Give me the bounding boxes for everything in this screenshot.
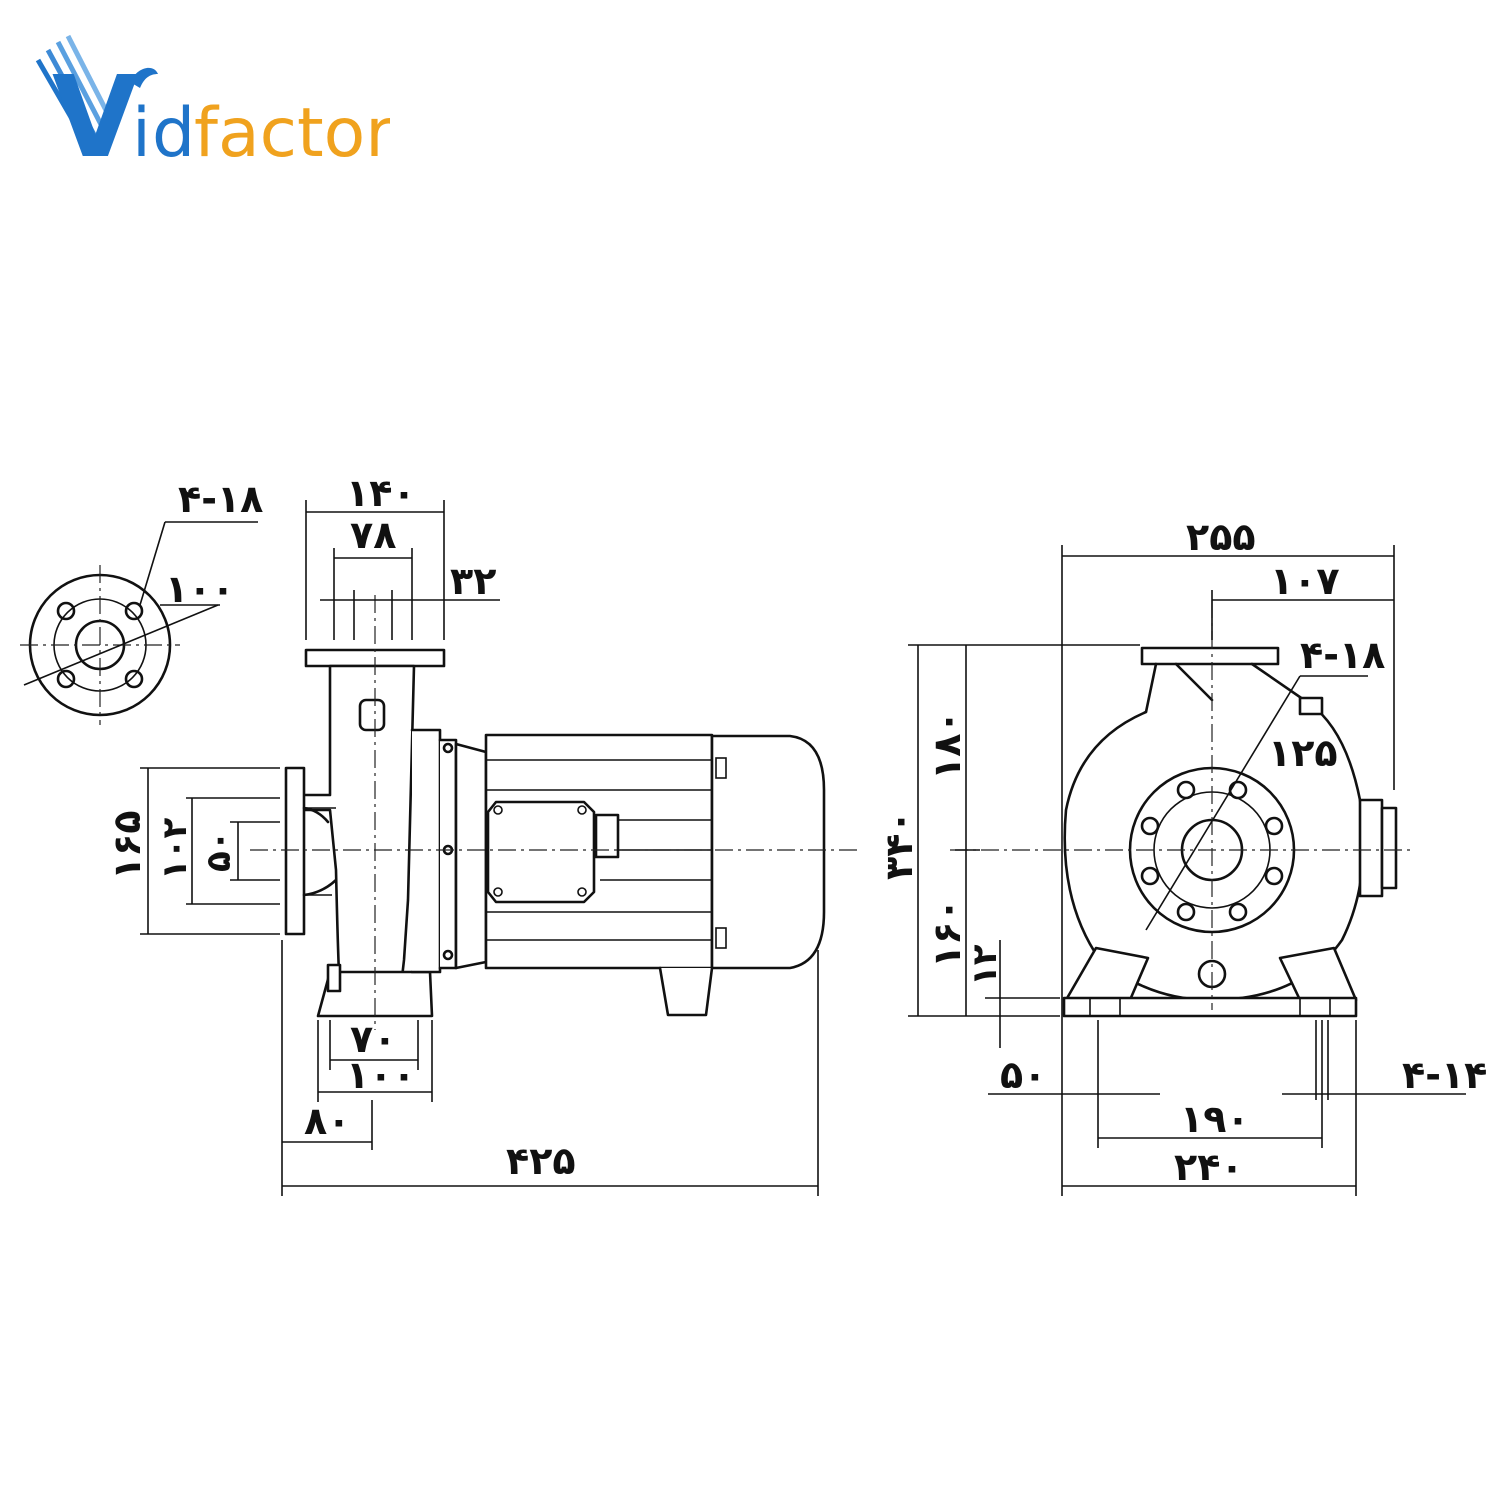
dim-front-pcd: ۱۲۵ — [1268, 731, 1338, 775]
dim-foot-offset: ۸۰ — [304, 1099, 350, 1143]
dim-total-width: ۲۵۵ — [1186, 515, 1256, 559]
dim-upper-height: ۱۸۰ — [925, 710, 969, 780]
flange-detail-view — [20, 521, 258, 725]
dim-base-outer: ۲۴۰ — [1174, 1145, 1244, 1189]
logo-i: i — [132, 94, 151, 173]
side-view-dimension-lines — [140, 500, 819, 1196]
pump-side-view — [250, 595, 860, 1030]
pump-front-view — [950, 600, 1410, 1018]
dim-flange-holes: ۴-۱۸ — [178, 477, 263, 521]
dim-base-offset: ۵۰ — [1000, 1053, 1046, 1097]
dim-flange-pcd: ۱۰۰ — [165, 567, 235, 611]
logo-initial: V — [52, 53, 139, 180]
logo-factor: factor — [194, 94, 390, 173]
dim-foot-inner: ۷۰ — [350, 1017, 396, 1061]
dim-inlet-bore: ۵۰ — [199, 830, 239, 872]
logo-d: d — [152, 94, 195, 173]
dim-base-inner: ۱۹۰ — [1180, 1097, 1250, 1141]
dim-front-holes: ۴-۱۸ — [1300, 633, 1385, 677]
logo-bird-icon — [130, 67, 158, 88]
logo-feather-icon — [35, 34, 117, 152]
dim-total-height: ۳۴۰ — [877, 810, 921, 880]
vidfactor-logo: V i d factor — [35, 34, 390, 180]
dim-outlet-inner: ۷۸ — [350, 513, 396, 557]
front-view-dimension-lines — [908, 545, 1466, 1196]
dim-inlet-flange: ۱۶۵ — [105, 810, 149, 880]
dim-base-thickness: ۱۲ — [965, 944, 1005, 986]
front-flange-bolt-holes — [1140, 780, 1284, 922]
dim-foot-outer: ۱۰۰ — [346, 1053, 416, 1097]
dim-outlet-width: ۱۴۰ — [346, 471, 416, 515]
dim-outlet-offset: ۳۲ — [450, 559, 496, 603]
dim-inlet-pcd: ۱۰۲ — [155, 817, 195, 880]
dim-total-length: ۴۲۵ — [506, 1139, 576, 1183]
dim-outlet-center: ۱۰۷ — [1270, 559, 1340, 603]
dim-shaft-height: ۱۶۰ — [925, 898, 969, 968]
dim-base-holes: ۴-۱۴ — [1402, 1053, 1487, 1097]
